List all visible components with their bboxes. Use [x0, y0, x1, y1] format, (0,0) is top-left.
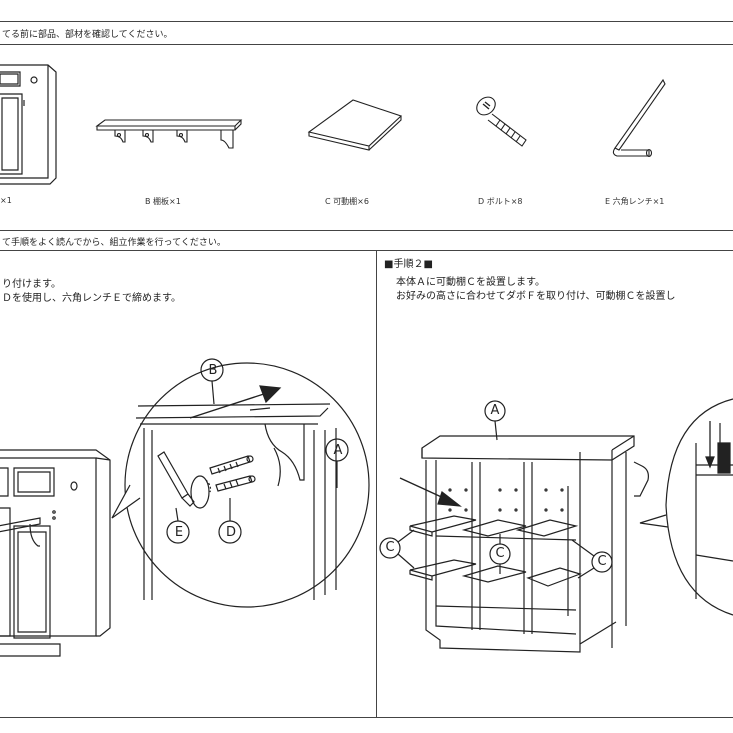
step2-callout-c-right: C	[597, 554, 607, 569]
step1-callout-e: E	[174, 525, 184, 540]
step2-instruction-line2: お好みの高さに合わせてダボＦを取り付け、可動棚Ｃを設置し	[396, 291, 676, 302]
part-c-label: C 可動棚×6	[325, 197, 369, 206]
step2-zoom-detail	[630, 395, 733, 625]
part-b-label: B 棚板×1	[145, 197, 181, 206]
divider-top	[0, 21, 733, 22]
part-d-bolt-illustration	[470, 92, 540, 152]
step1-cabinet-illustration	[0, 400, 140, 670]
parts-section-header: てる前に部品、部材を確認してください。	[2, 30, 173, 40]
divider-steps-header	[0, 250, 733, 251]
part-b-shelf-illustration	[95, 118, 245, 158]
step2-callout-c-left: C	[385, 540, 395, 555]
step1-instruction-line1: り付けます。	[2, 279, 61, 290]
part-a-cabinet-illustration	[0, 60, 60, 190]
step1-zoom-detail	[100, 340, 380, 630]
step2-title: ■手順２■	[384, 259, 433, 270]
divider-parts-bottom	[0, 230, 733, 231]
step2-cabinet-illustration	[380, 390, 670, 670]
part-c-movable-shelf-illustration	[305, 98, 405, 153]
step2-instruction-line1: 本体Ａに可動棚Ｃを設置します。	[396, 277, 545, 288]
step1-instruction-line2: Ｄを使用し、六角レンチＥで締めます。	[2, 293, 181, 304]
part-e-hex-wrench-illustration	[605, 78, 665, 163]
divider-parts-header	[0, 44, 733, 45]
steps-section-header: て手順をよく読んでから、組立作業を行ってください。	[2, 238, 226, 248]
step2-callout-a: A	[490, 403, 500, 418]
divider-bottom	[0, 717, 733, 718]
step1-callout-a: A	[333, 443, 343, 458]
step2-callout-c-mid: C	[495, 546, 505, 561]
step1-callout-d: D	[225, 525, 236, 540]
part-a-label: ×1	[0, 196, 12, 205]
divider-steps-column	[376, 250, 377, 717]
step1-callout-b: B	[208, 363, 218, 378]
part-e-label: E 六角レンチ×1	[605, 197, 665, 206]
part-d-label: D ボルト×8	[478, 197, 523, 206]
